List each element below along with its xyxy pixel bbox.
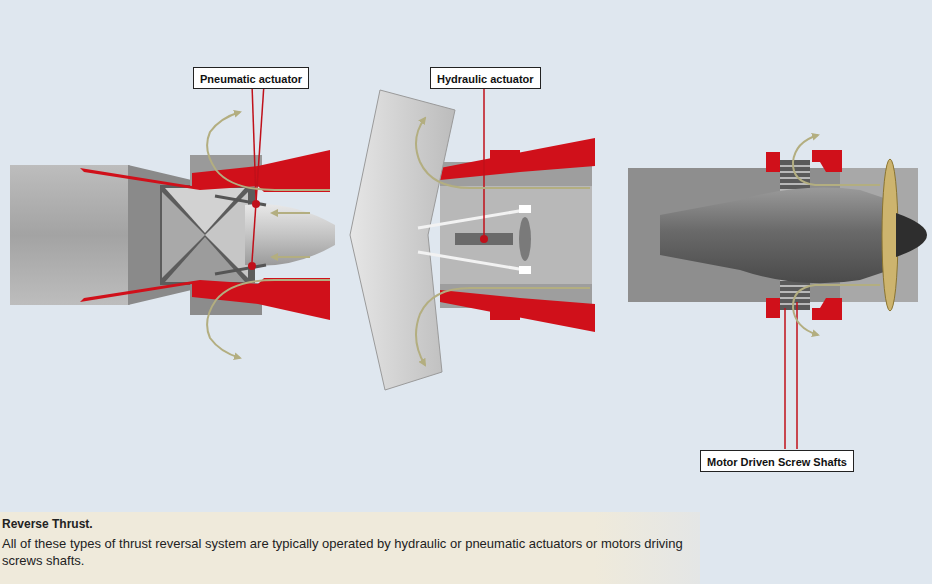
leader-line — [252, 84, 264, 262]
red-cowl — [440, 138, 595, 180]
rod-cap — [519, 266, 531, 274]
red-cowl — [80, 278, 330, 320]
caption-text: All of these types of thrust reversal sy… — [2, 535, 692, 569]
flow-arrow — [207, 112, 330, 190]
deflector — [350, 90, 455, 390]
flow-arrow — [793, 285, 880, 335]
actuator-dot — [248, 262, 256, 270]
red-cowl — [812, 298, 842, 320]
nacelle — [628, 168, 918, 302]
callout-label: Hydraulic actuator — [437, 73, 534, 85]
red-cowl — [490, 306, 520, 320]
leader-line — [796, 302, 798, 449]
flow-arrow — [416, 118, 590, 188]
caption-band — [0, 512, 700, 584]
red-cowl — [440, 290, 595, 332]
tail-cone — [245, 204, 335, 266]
spinner — [896, 213, 927, 257]
leader-line — [252, 84, 256, 200]
red-cowl — [812, 150, 842, 172]
flow-arrow — [416, 288, 590, 365]
rod-cap — [519, 205, 531, 213]
leader-line — [784, 308, 786, 449]
fan — [882, 159, 898, 311]
callout-box: Motor Driven Screw Shafts — [700, 450, 854, 472]
leader-line — [483, 84, 485, 235]
red-cowl — [490, 150, 520, 164]
actuator-rod — [418, 252, 525, 270]
clamshell-door — [165, 237, 245, 282]
red-cowl — [80, 150, 330, 192]
clamshell-reverser — [10, 84, 335, 358]
callout-label: Motor Driven Screw Shafts — [707, 456, 847, 468]
piston-disc — [519, 217, 531, 261]
flow-arrow — [793, 135, 880, 185]
clamshell-door — [165, 188, 245, 233]
callout-label: Pneumatic actuator — [200, 73, 302, 85]
actuator-rod — [215, 265, 266, 274]
target-reverser — [350, 84, 595, 390]
cascade-reverser — [628, 135, 927, 449]
caption-title: Reverse Thrust. — [2, 517, 93, 532]
red-cowl — [766, 152, 780, 172]
nacelle — [440, 162, 592, 308]
engine-core — [660, 188, 890, 284]
actuator-dot — [480, 235, 488, 243]
red-cowl — [766, 298, 780, 318]
engine-body — [10, 165, 130, 305]
callout-box: Pneumatic actuator — [193, 67, 309, 89]
actuator-rod — [418, 210, 525, 228]
flow-arrow — [207, 280, 330, 358]
callout-box: Hydraulic actuator — [430, 67, 541, 89]
flow-arrow — [272, 256, 310, 258]
flow-arrow — [272, 212, 310, 214]
